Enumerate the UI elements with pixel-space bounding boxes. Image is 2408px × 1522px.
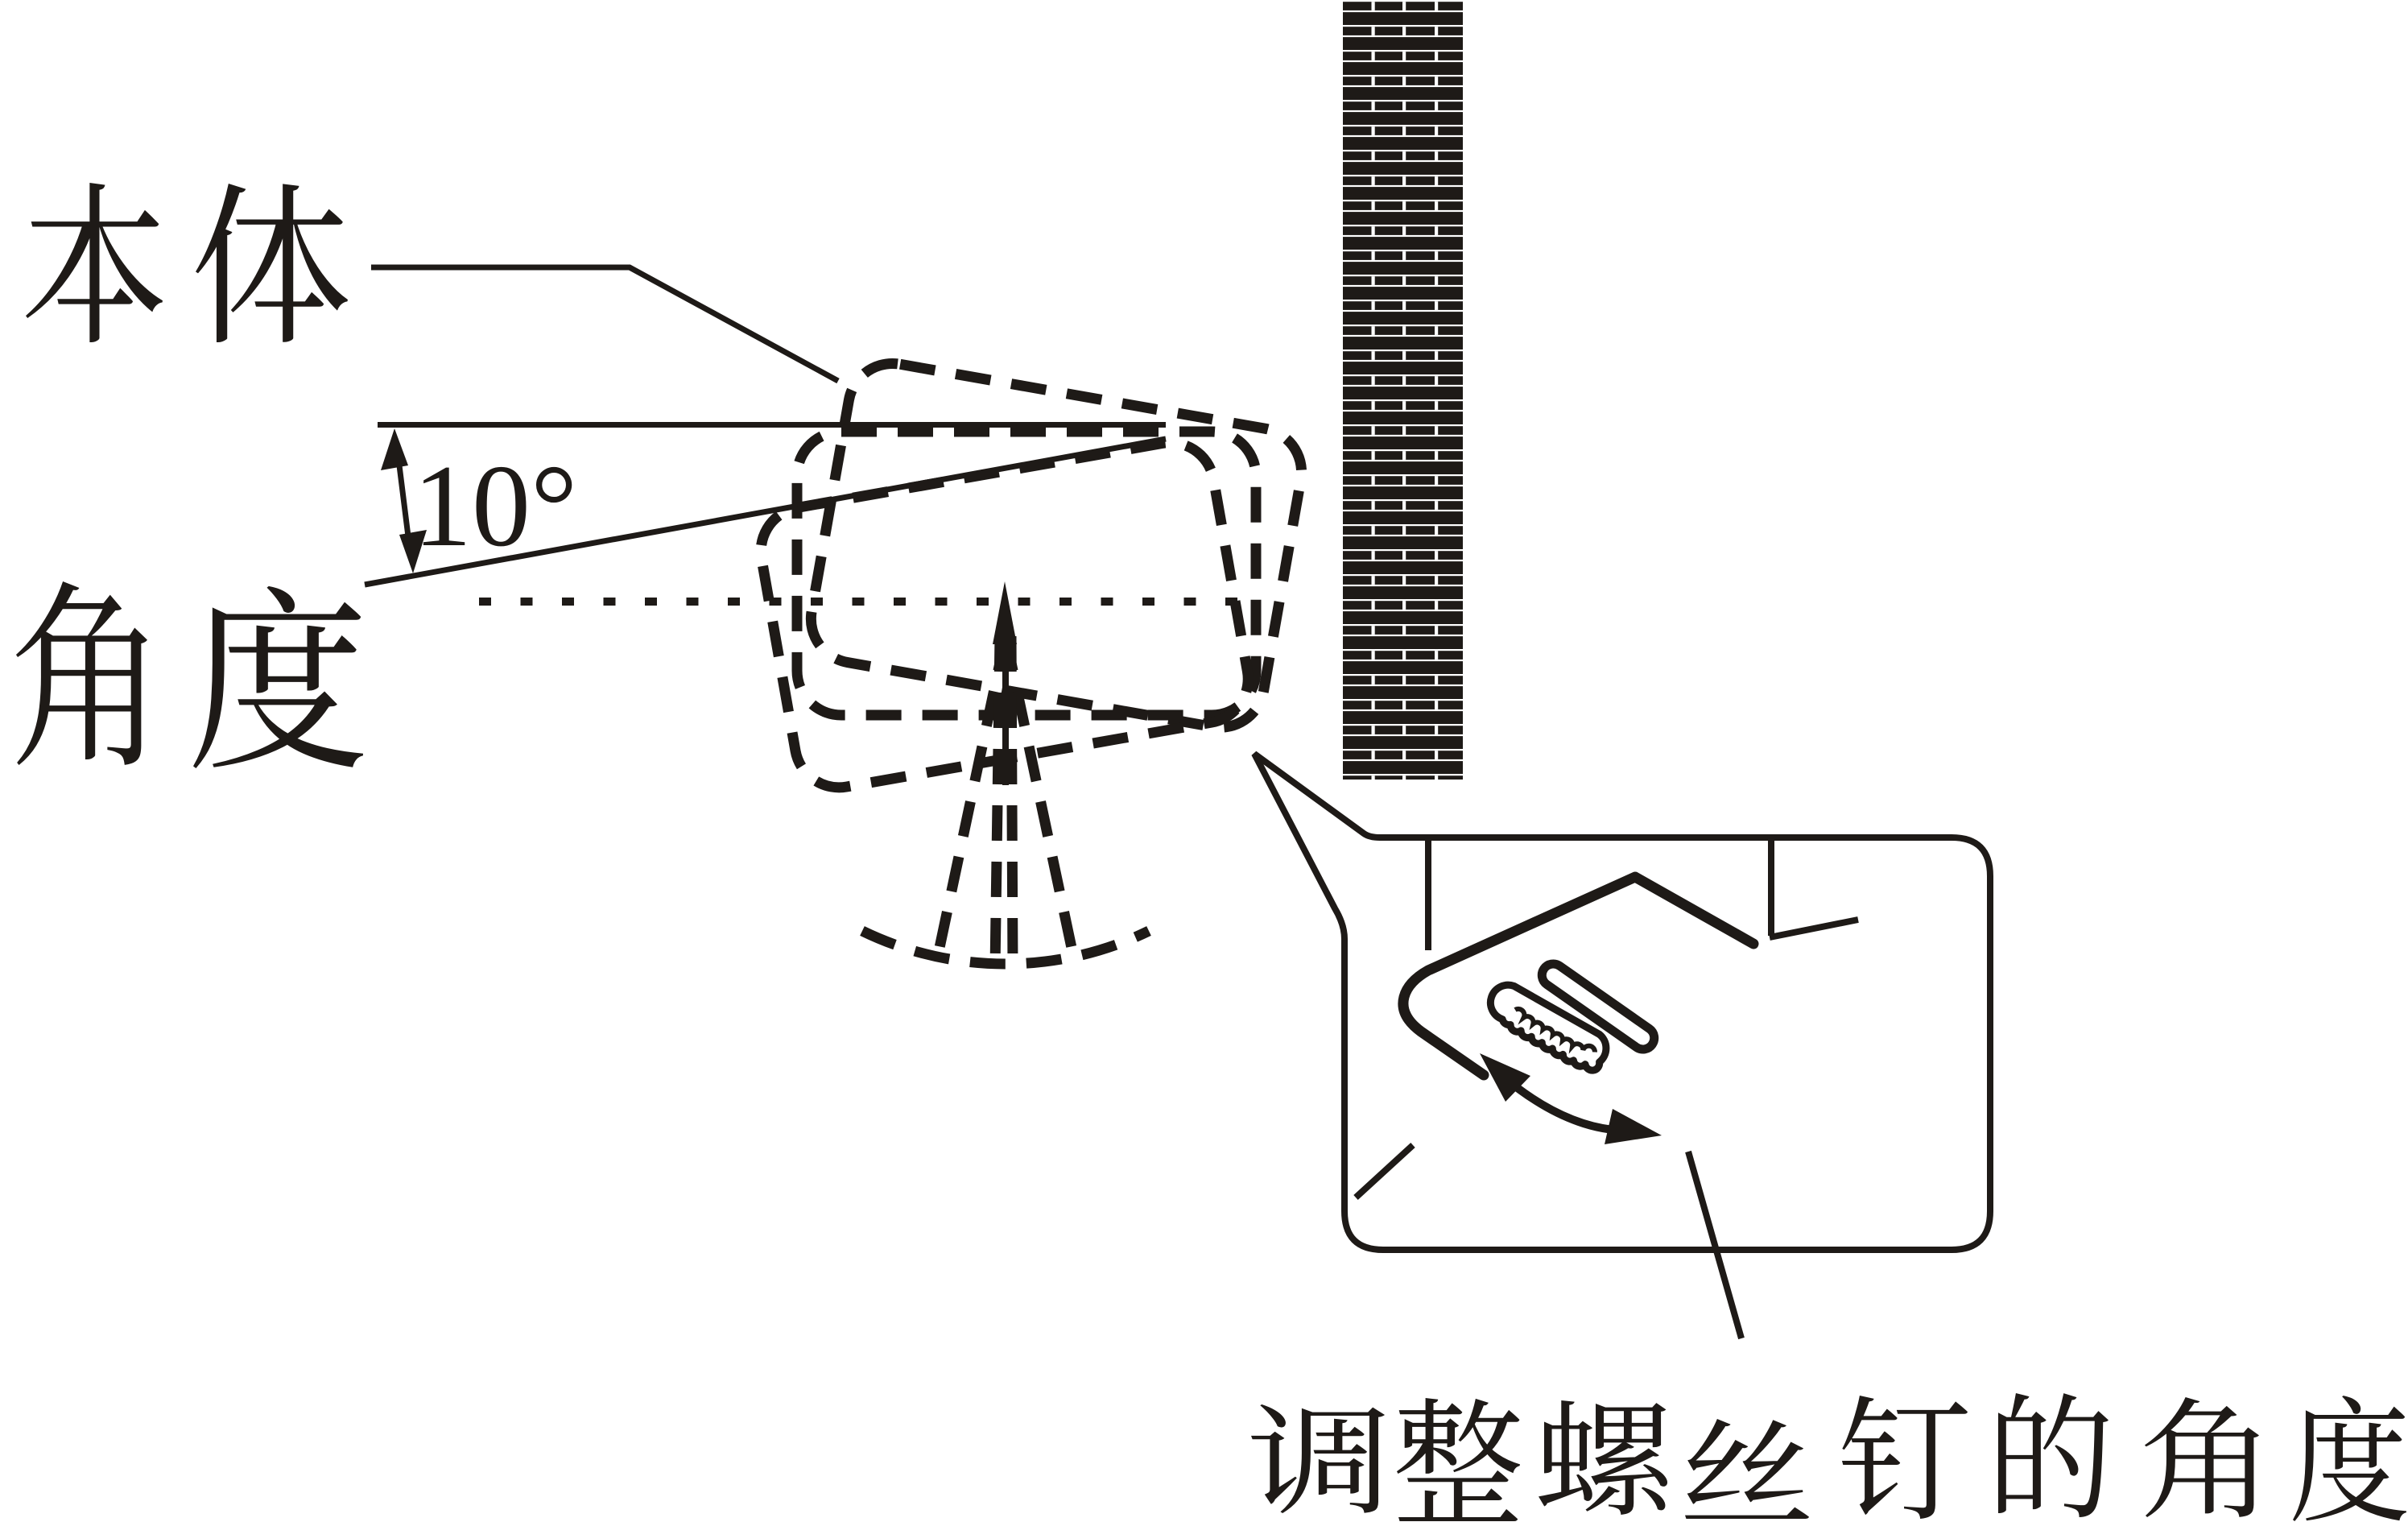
svg-text:10°: 10° <box>413 440 577 571</box>
